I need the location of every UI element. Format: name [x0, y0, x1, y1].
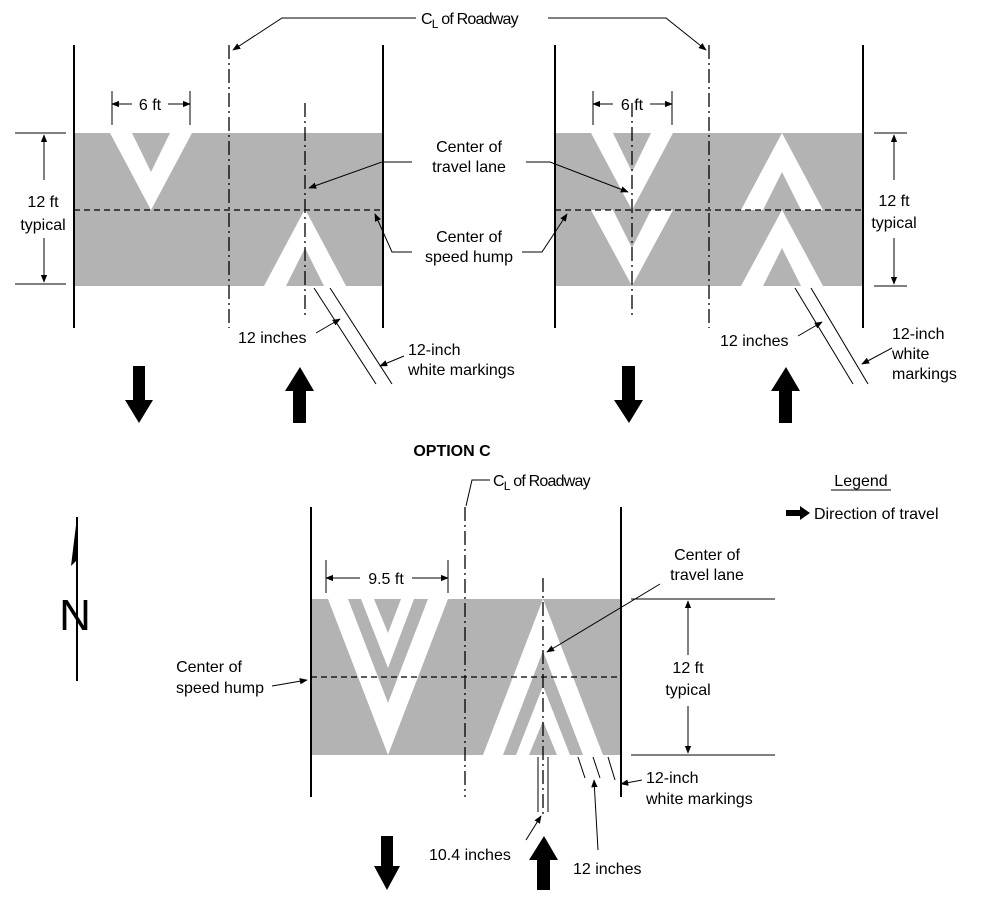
offset-label: 10.4 inches	[429, 847, 511, 864]
direction-arrow-up	[529, 836, 558, 890]
height-label-line1: 12 ft	[878, 193, 910, 210]
marking-label-line1: 12-inch	[408, 342, 460, 359]
hump-label-line2: speed hump	[425, 249, 513, 266]
height-label-line2: typical	[665, 682, 710, 699]
width-label: 9.5 ft	[368, 571, 404, 588]
legend: Legend Direction of travel	[786, 473, 939, 523]
height-label-line1: 12 ft	[27, 194, 59, 211]
centerline-label: CL of Roadway	[421, 11, 519, 31]
option-c-diagram: 9.5 ft 12 ft typical CL of Roadway Cente…	[176, 473, 775, 890]
legend-title: Legend	[834, 473, 887, 490]
legend-entry: Direction of travel	[814, 506, 939, 523]
width-label: 6 ft	[621, 97, 644, 114]
up-double-chevron-inner	[516, 686, 570, 755]
north-label: N	[59, 591, 91, 640]
direction-arrow-down	[374, 836, 400, 890]
direction-arrow-down	[614, 366, 643, 423]
hump-label-line1: Center of	[176, 659, 242, 676]
height-label-line2: typical	[20, 217, 65, 234]
option-c-title: OPTION C	[413, 443, 491, 460]
down-chevron-marking	[110, 133, 192, 210]
width-label: 6 ft	[139, 97, 162, 114]
up-chevron-marking	[741, 133, 823, 210]
height-label-line1: 12 ft	[672, 660, 704, 677]
centerline-label: CL of Roadway	[493, 473, 591, 493]
travel-lane-label-line2: travel lane	[432, 159, 506, 176]
travel-lane-label-line2: travel lane	[670, 567, 744, 584]
down-double-chevron-marking	[328, 599, 448, 755]
hump-label-line2: speed hump	[176, 680, 264, 697]
marking-label-line2: white markings	[407, 362, 515, 379]
marking-label-line2: white	[891, 346, 929, 363]
down-double-chevron-inner	[361, 599, 414, 668]
top-right-diagram: 6 ft 12 ft typical 12 inches 12-inch whi…	[554, 45, 957, 423]
travel-lane-label-line1: Center of	[674, 547, 740, 564]
top-left-diagram: 6 ft 12 ft typical 12 inches 12-inch whi…	[15, 45, 515, 423]
north-arrow-icon	[71, 517, 77, 566]
direction-arrow-up	[285, 367, 314, 423]
height-label-line2: typical	[871, 215, 916, 232]
top-shared-labels: CL of Roadway Center of travel lane Cent…	[232, 11, 707, 266]
down-chevron-marking	[591, 133, 673, 210]
travel-lane-label-line1: Center of	[436, 139, 502, 156]
legend-arrow-icon	[786, 506, 810, 520]
gap-label: 12 inches	[573, 861, 642, 878]
direction-arrow-down	[125, 366, 153, 423]
marking-label-line1: 12-inch	[892, 326, 944, 343]
direction-arrow-up	[771, 367, 800, 423]
gap-label: 12 inches	[238, 330, 307, 347]
up-chevron-marking	[741, 210, 823, 286]
up-double-chevron-marking	[483, 599, 603, 755]
hump-label-line1: Center of	[436, 229, 502, 246]
marking-label-line2: white markings	[645, 791, 753, 808]
gap-label: 12 inches	[720, 333, 789, 350]
marking-label-line1: 12-inch	[646, 770, 698, 787]
north-arrow: N	[59, 517, 91, 681]
marking-label-line3: markings	[892, 366, 957, 383]
